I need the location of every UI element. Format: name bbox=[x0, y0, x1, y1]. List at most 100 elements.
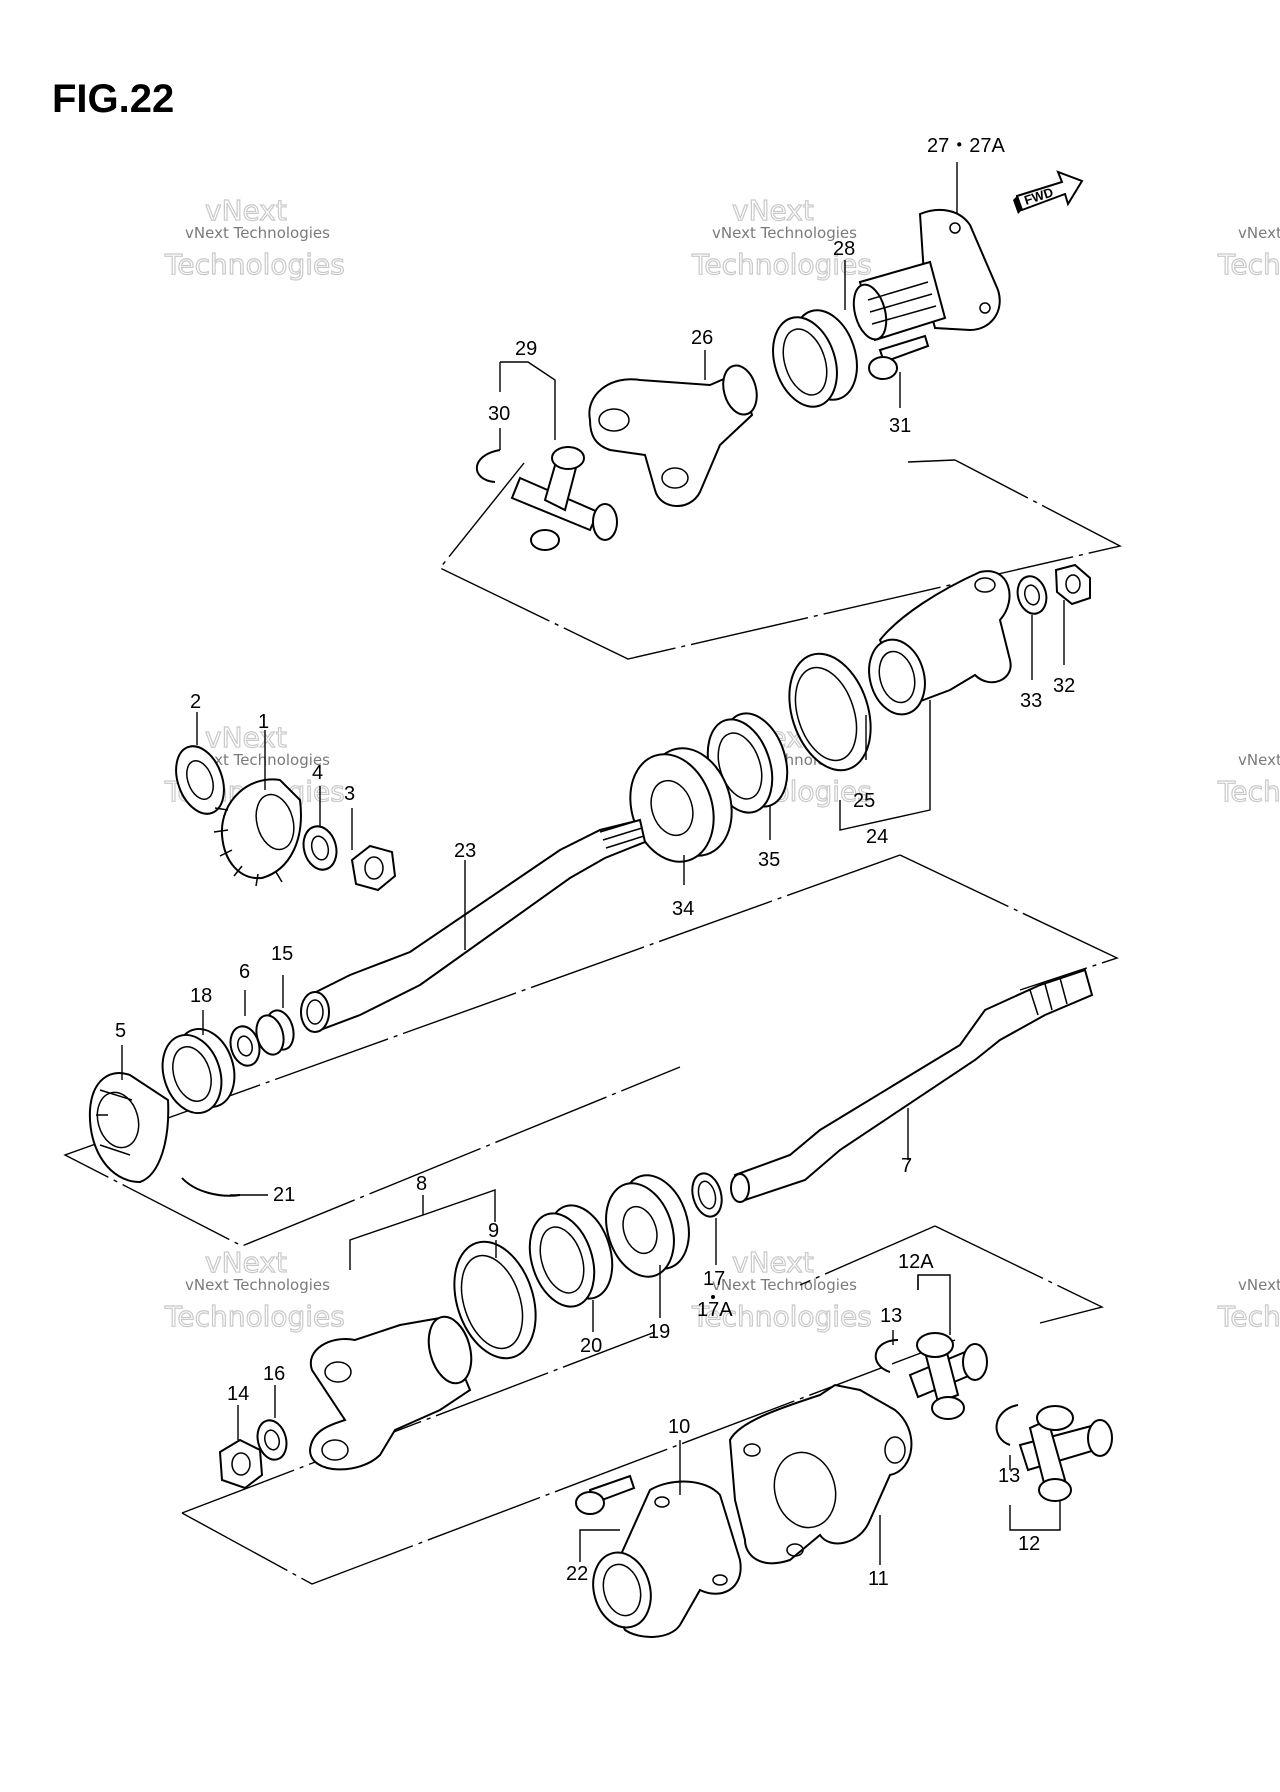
part-1-bevel-gear bbox=[213, 778, 302, 887]
callout-11: 11 bbox=[868, 1568, 889, 1590]
part-32-nut bbox=[1054, 563, 1091, 606]
callout-14: 14 bbox=[227, 1383, 249, 1405]
callout-28: 28 bbox=[833, 238, 855, 260]
svg-text:vNext Technologies: vNext Technologies bbox=[712, 1276, 857, 1294]
leader-lines bbox=[121, 162, 1065, 1565]
callout-33: 33 bbox=[1020, 690, 1042, 712]
callout-22: 22 bbox=[566, 1563, 588, 1585]
callout-3: 3 bbox=[344, 783, 355, 805]
callout-8: 8 bbox=[416, 1173, 427, 1195]
callout-32: 32 bbox=[1053, 675, 1075, 697]
svg-text:vNext: vNext bbox=[732, 194, 814, 227]
fwd-arrow-icon: FWD bbox=[1013, 170, 1084, 214]
svg-text:Technologies: Technologies bbox=[691, 1300, 872, 1333]
part-11-flange-yoke bbox=[728, 1383, 913, 1565]
part-3-nut bbox=[350, 844, 397, 892]
svg-text:Technologies: Technologies bbox=[164, 248, 345, 281]
svg-text:Technologies: Technologies bbox=[1217, 1300, 1280, 1333]
part-23-propeller-shaft bbox=[300, 818, 647, 1033]
figure-title: FIG.22 bbox=[52, 77, 174, 121]
callout-1: 1 bbox=[258, 711, 269, 733]
callout-16: 16 bbox=[263, 1363, 285, 1385]
part-14-nut bbox=[218, 1438, 264, 1490]
part-4-washer bbox=[302, 825, 338, 871]
svg-text:vNext Technologies: vNext Technologies bbox=[712, 224, 857, 242]
part-12a-universal-joint bbox=[908, 1332, 988, 1420]
callout-30: 30 bbox=[488, 403, 510, 425]
callout-15: 15 bbox=[271, 943, 293, 965]
part-6-washer bbox=[229, 1025, 261, 1067]
svg-text:Technologies: Technologies bbox=[1217, 248, 1280, 281]
part-34-bearing bbox=[629, 747, 733, 863]
part-16-washer bbox=[256, 1419, 288, 1461]
part-7-drive-shaft bbox=[730, 968, 1094, 1203]
part-29-universal-joint bbox=[510, 446, 618, 551]
callout-17a: 17A bbox=[697, 1299, 733, 1321]
callout-31: 31 bbox=[889, 415, 911, 437]
part-9-dust-seal bbox=[453, 1240, 537, 1360]
part-25-dust-seal bbox=[788, 652, 872, 772]
callout-34: 34 bbox=[672, 898, 694, 920]
part-2-shim bbox=[175, 745, 225, 815]
part-31-bolt bbox=[868, 334, 930, 380]
part-33-washer bbox=[1016, 575, 1048, 615]
part-20-oil-seal bbox=[528, 1204, 614, 1308]
callout-17: 17 bbox=[703, 1268, 725, 1290]
part-12-universal-joint bbox=[1018, 1405, 1113, 1502]
svg-text:vNext: vNext bbox=[732, 1246, 814, 1279]
callout-25: 25 bbox=[853, 790, 875, 812]
callout-dot bbox=[711, 1295, 715, 1299]
callout-13b: 13 bbox=[998, 1465, 1020, 1487]
svg-text:Technologies: Technologies bbox=[164, 1300, 345, 1333]
svg-text:vNext: vNext bbox=[205, 194, 287, 227]
callout-27: 27・27A bbox=[927, 135, 1005, 157]
part-10-flange bbox=[592, 1480, 742, 1638]
callout-18: 18 bbox=[190, 985, 212, 1007]
callout-9: 9 bbox=[488, 1220, 499, 1242]
part-22-bolt bbox=[575, 1474, 636, 1515]
part-28-oil-seal bbox=[772, 309, 858, 408]
part-21-snap-ring bbox=[181, 1177, 241, 1197]
group-outlines bbox=[63, 459, 1123, 1585]
callout-21: 21 bbox=[273, 1184, 295, 1206]
callout-2: 2 bbox=[190, 691, 201, 713]
part-27-flange-shaft bbox=[852, 209, 1001, 342]
callout-20: 20 bbox=[580, 1335, 602, 1357]
svg-text:Technologies: Technologies bbox=[691, 248, 872, 281]
callout-12a: 12A bbox=[898, 1251, 934, 1273]
svg-text:vNext: vNext bbox=[205, 1246, 287, 1279]
part-24-yoke bbox=[868, 570, 1012, 716]
callout-7: 7 bbox=[901, 1155, 912, 1177]
callout-29: 29 bbox=[515, 338, 537, 360]
callout-labels: 27・27A 28 29 30 26 31 33 32 2 1 4 3 25 2… bbox=[115, 135, 1075, 1590]
callout-6: 6 bbox=[239, 961, 250, 983]
part-13-circlip bbox=[874, 1339, 899, 1373]
callout-19: 19 bbox=[648, 1321, 670, 1343]
callout-35: 35 bbox=[758, 849, 780, 871]
callout-24: 24 bbox=[866, 826, 888, 848]
svg-text:Technologies: Technologies bbox=[1217, 775, 1280, 808]
svg-text:vNext: vNext bbox=[205, 721, 287, 754]
callout-13a: 13 bbox=[880, 1305, 902, 1327]
part-5-bevel-gear bbox=[88, 1072, 170, 1184]
callout-12: 12 bbox=[1018, 1533, 1040, 1555]
part-15-needle-bearing bbox=[255, 1009, 295, 1056]
part-19-bearing bbox=[605, 1174, 690, 1278]
callout-5: 5 bbox=[115, 1020, 126, 1042]
part-8-yoke bbox=[308, 1315, 473, 1471]
part-26-yoke bbox=[588, 364, 758, 507]
part-13-circlip-2 bbox=[995, 1404, 1019, 1446]
callout-10: 10 bbox=[668, 1416, 690, 1438]
svg-text:vNext Technologies: vNext Technologies bbox=[1238, 1276, 1280, 1294]
svg-text:vNext Technologies: vNext Technologies bbox=[185, 224, 330, 242]
callout-26: 26 bbox=[691, 327, 713, 349]
part-18-bearing-race bbox=[161, 1027, 236, 1115]
